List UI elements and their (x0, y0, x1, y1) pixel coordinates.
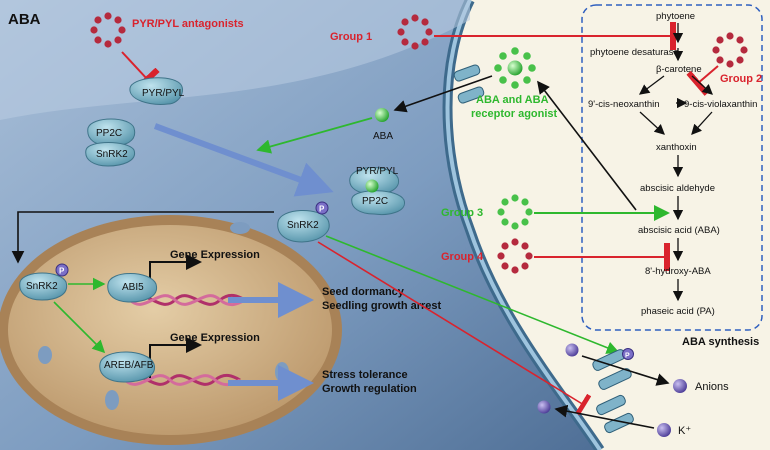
phospho-nucleus (55, 263, 69, 277)
anion-channel-activation (325, 235, 620, 354)
phospho-channel (622, 348, 634, 360)
areb-protein (99, 351, 155, 383)
aba-synthesis-box (581, 4, 763, 331)
group4-label: Group 4 (441, 251, 484, 263)
dna-helix-1 (128, 293, 246, 307)
pathway-arrow-5a (639, 111, 665, 135)
group3-label: Group 3 (441, 207, 483, 219)
anion-efflux-arrow (581, 355, 670, 386)
nuclear-pore (275, 362, 289, 382)
aba-import-arrow (393, 75, 493, 113)
pathway-beta-carotene: β-carotene (656, 64, 702, 75)
outcome-seedling-arrest: Seedling growth arrest (322, 300, 442, 312)
cell-membrane-highlight (445, 0, 602, 450)
pathway-arrow-3b (691, 75, 713, 95)
pyr-pyl-protein (129, 77, 183, 105)
snrk2-nucleus-protein (19, 272, 68, 301)
phospho-mid (315, 201, 329, 215)
bound-aba (365, 179, 379, 193)
aba-transporter (453, 64, 485, 104)
nuclear-pore (38, 346, 52, 364)
phospho-channel-label: P (625, 353, 630, 360)
antagonist-ring (90, 12, 126, 48)
group4-ring (497, 238, 533, 274)
pathway-abscisic-aldehyde: abscisic aldehyde (640, 183, 715, 194)
snrk2-mid-label: SnRK2 (287, 220, 319, 231)
k-influx-arrow (554, 404, 655, 429)
aba-label: ABA (373, 131, 393, 142)
group2-inhibition (686, 65, 719, 96)
pathway-phytoene: phytoene (656, 11, 695, 22)
anions-label: Anions (695, 381, 729, 393)
group2-label: Group 2 (720, 73, 762, 85)
aba-entry-arrow (256, 117, 373, 154)
anion-outside (673, 379, 687, 393)
snrk2-left-label: SnRK2 (96, 149, 128, 160)
nuclear-pore (105, 390, 119, 410)
cytoplasm-sheen (0, 0, 470, 120)
gene-expression-label-1: Gene Expression (170, 249, 260, 261)
antagonist-inhibition (121, 51, 160, 91)
abi5-label: ABI5 (122, 282, 144, 293)
k-channel (596, 394, 634, 434)
pp2c-protein-left (87, 118, 136, 147)
k-channel-inhibition (317, 241, 592, 416)
outcome-stress-tolerance: Stress tolerance (322, 369, 408, 381)
pathway-arrow-3a (638, 75, 665, 95)
anion-channel (592, 349, 632, 390)
outcome-seed-dormancy: Seed dormancy (322, 286, 405, 298)
pathway-phytoene-desaturase: phytoene desaturase (590, 47, 679, 58)
k-outside (657, 423, 671, 437)
pp2c-complex-label: PP2C (362, 196, 388, 207)
group1-label: Group 1 (330, 31, 372, 43)
pyr-pyl-label: PYR/PYL (142, 88, 185, 99)
nuclear-pore (230, 222, 250, 234)
anion-inside (565, 343, 579, 357)
phospho-mid-label: P (319, 205, 325, 214)
antagonists-label: PYR/PYL antagonists (132, 18, 244, 30)
snrk2-mid-protein (277, 209, 330, 243)
pathway-abscisic-acid: abscisic acid (ABA) (638, 225, 720, 236)
aba-agonist-label-1: ABA and ABA (476, 94, 549, 106)
pathway-violaxanthin: 9-cis-violaxanthin (684, 99, 757, 110)
aba-synthesis-title: ABA synthesis (682, 336, 759, 348)
pathway-phaseic-acid: phaseic acid (PA) (641, 306, 715, 317)
pyr-complex-label: PYR/PYL (356, 166, 399, 177)
snrk2-nucleus-label: SnRK2 (26, 281, 58, 292)
pathway-hydroxy-aba: 8'-hydroxy-ABA (645, 266, 711, 277)
pathway-arrow-5b (691, 111, 713, 135)
aba-agonist-ring (494, 47, 536, 89)
activation-flow-arrow (153, 123, 334, 197)
areb-label: AREB/AFB (104, 360, 154, 371)
outcome-growth-regulation: Growth regulation (322, 383, 417, 395)
dna-helix-2 (123, 373, 241, 387)
phospho-nucleus-label: P (59, 267, 65, 276)
aba-export-arrow (537, 80, 637, 211)
group3-ring (497, 194, 533, 230)
snrk2-nuclear-import (11, 211, 274, 264)
pathway-xanthoxin: xanthoxin (656, 142, 697, 153)
aba-molecule (375, 108, 389, 122)
k-label: K⁺ (678, 425, 691, 437)
aba-agonist-label-2: receptor agonist (471, 108, 558, 120)
areb-activation-arrow (53, 301, 106, 354)
k-inside (537, 400, 551, 414)
group2-ring (712, 32, 748, 68)
snrk2-protein-left (85, 142, 136, 167)
pathway-neoxanthin: 9'-cis-neoxanthin (588, 99, 660, 110)
gene-expression-label-2: Gene Expression (170, 332, 260, 344)
group1-ring (397, 14, 433, 50)
corner-title: ABA (8, 11, 41, 28)
pp2c-left-label: PP2C (96, 128, 122, 139)
abi5-protein (107, 273, 158, 303)
